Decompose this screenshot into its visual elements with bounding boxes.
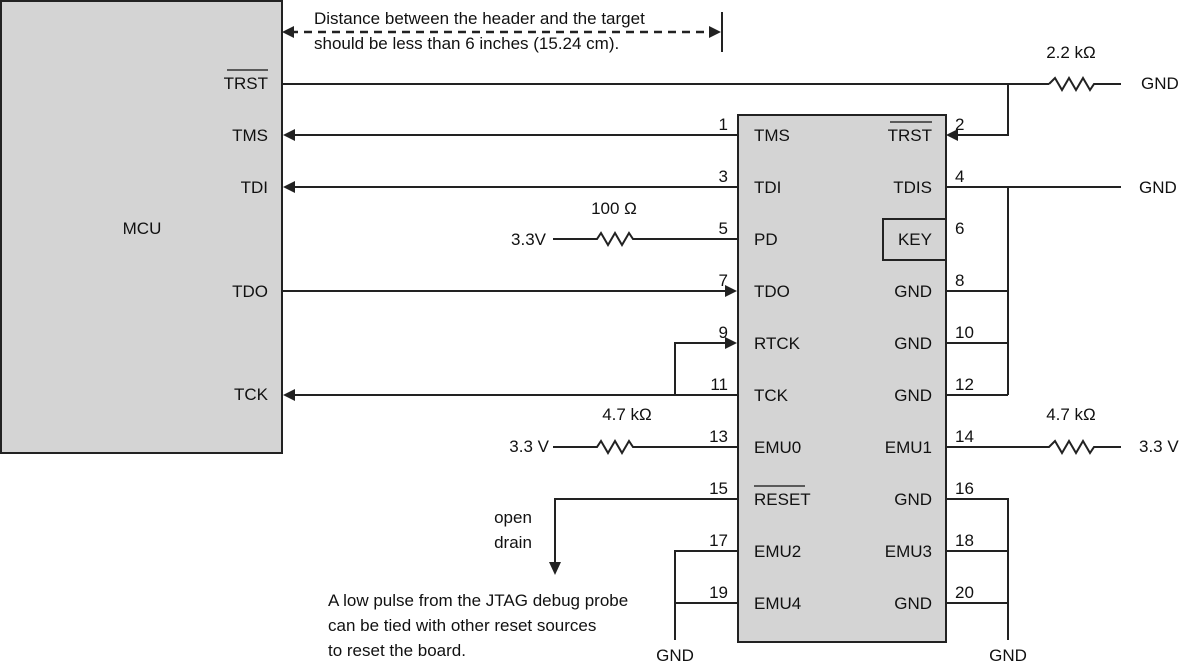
- pin-name-key: KEY: [898, 230, 932, 249]
- arrow-reset: [549, 562, 561, 575]
- pin-number-12: 12: [955, 375, 974, 394]
- gnd-label-right: GND: [989, 646, 1027, 663]
- pin-name-gnd-8: GND: [894, 282, 932, 301]
- pin-number-1: 1: [719, 115, 728, 134]
- pin-number-6: 6: [955, 219, 964, 238]
- mcu-pin-tdi: TDI: [241, 178, 268, 197]
- pin-name-trst: TRST: [888, 126, 932, 145]
- pin-name-tck: TCK: [754, 386, 789, 405]
- arrow-tdo: [725, 285, 737, 297]
- pin-number-3: 3: [719, 167, 728, 186]
- resistor-pd-label: 100 Ω: [591, 199, 637, 218]
- supply-emu0: 3.3 V: [509, 437, 549, 456]
- gnd-label-left: GND: [656, 646, 694, 663]
- resistor-emu1: [946, 439, 1121, 455]
- wire-trst-to-pin2: [957, 84, 1009, 136]
- pin-name-gnd-12: GND: [894, 386, 932, 405]
- pin-number-2: 2: [955, 115, 964, 134]
- pin-number-10: 10: [955, 323, 974, 342]
- pin-number-14: 14: [955, 427, 974, 446]
- pin-number-11: 11: [710, 375, 728, 394]
- supply-pd: 3.3V: [511, 230, 547, 249]
- mcu-label: MCU: [123, 219, 162, 238]
- header-left-pins: 1 TMS 3 TDI 5 PD 7 TDO 9 RTCK 11 TCK 13 …: [709, 115, 811, 613]
- wire-rtck: [674, 342, 726, 395]
- open-drain-line1: open: [494, 508, 532, 527]
- pin-name-gnd-10: GND: [894, 334, 932, 353]
- reset-note-line2: can be tied with other reset sources: [328, 616, 596, 635]
- reset-note-line3: to reset the board.: [328, 641, 466, 660]
- resistor-emu0: [553, 439, 738, 455]
- pin-name-tms: TMS: [754, 126, 790, 145]
- resistor-trst-pulldown: [1048, 76, 1121, 92]
- pin-name-tdi: TDI: [754, 178, 781, 197]
- pin-name-emu0: EMU0: [754, 438, 801, 457]
- arrow-tms: [283, 129, 295, 141]
- pin-number-5: 5: [719, 219, 728, 238]
- pin-name-pd: PD: [754, 230, 778, 249]
- distance-arrow-left: [282, 26, 294, 38]
- pin-name-emu4: EMU4: [754, 594, 801, 613]
- arrow-rtck: [725, 337, 737, 349]
- distance-note-line1: Distance between the header and the targ…: [314, 9, 645, 28]
- pin-number-13: 13: [709, 427, 728, 446]
- pin-number-7: 7: [719, 271, 728, 290]
- pin-number-18: 18: [955, 531, 974, 550]
- reset-note-line1: A low pulse from the JTAG debug probe: [328, 591, 628, 610]
- key-box: [882, 218, 946, 261]
- wire-emu2-gnd: [674, 550, 738, 640]
- gnd-label-tdis: GND: [1139, 178, 1177, 197]
- pin-name-emu3: EMU3: [885, 542, 932, 561]
- wire-reset: [554, 498, 738, 563]
- resistor-emu0-label: 4.7 kΩ: [602, 405, 652, 424]
- supply-emu1: 3.3 V: [1139, 437, 1179, 456]
- mcu-block: [0, 0, 283, 454]
- pin-number-17: 17: [709, 531, 728, 550]
- mcu-pin-tdo: TDO: [232, 282, 268, 301]
- gnd-label-trst: GND: [1141, 74, 1179, 93]
- pin-number-16: 16: [955, 479, 974, 498]
- mcu-pin-tms: TMS: [232, 126, 268, 145]
- arrow-pin2: [946, 129, 958, 141]
- jtag-header: [737, 114, 947, 643]
- arrow-tck: [283, 389, 295, 401]
- pin-number-19: 19: [709, 583, 728, 602]
- pin-number-4: 4: [955, 167, 964, 186]
- pin-name-gnd-16: GND: [894, 490, 932, 509]
- distance-arrow-right: [709, 26, 721, 38]
- mcu-pin-tck: TCK: [234, 385, 269, 404]
- pin-name-reset: RESET: [754, 490, 811, 509]
- pin-number-8: 8: [955, 271, 964, 290]
- pin-name-rtck: RTCK: [754, 334, 801, 353]
- mcu-pin-trst: TRST: [224, 74, 268, 93]
- header-right-pins: 2 TRST 4 TDIS 6 KEY 8 GND 10 GND 12 GND …: [885, 115, 974, 613]
- pin-name-tdis: TDIS: [893, 178, 932, 197]
- resistor-trst-label: 2.2 kΩ: [1046, 43, 1096, 62]
- pin-name-gnd-20: GND: [894, 594, 932, 613]
- distance-note-line2: should be less than 6 inches (15.24 cm).: [314, 34, 619, 53]
- arrow-tdi: [283, 181, 295, 193]
- resistor-emu1-label: 4.7 kΩ: [1046, 405, 1096, 424]
- wire-gnd-bus-lower: [946, 498, 1009, 640]
- pin-number-9: 9: [719, 323, 728, 342]
- pin-number-20: 20: [955, 583, 974, 602]
- resistor-pd: [553, 231, 738, 247]
- pin-name-tdo: TDO: [754, 282, 790, 301]
- pin-name-emu2: EMU2: [754, 542, 801, 561]
- pin-number-15: 15: [709, 479, 728, 498]
- pin-name-emu1: EMU1: [885, 438, 932, 457]
- open-drain-line2: drain: [494, 533, 532, 552]
